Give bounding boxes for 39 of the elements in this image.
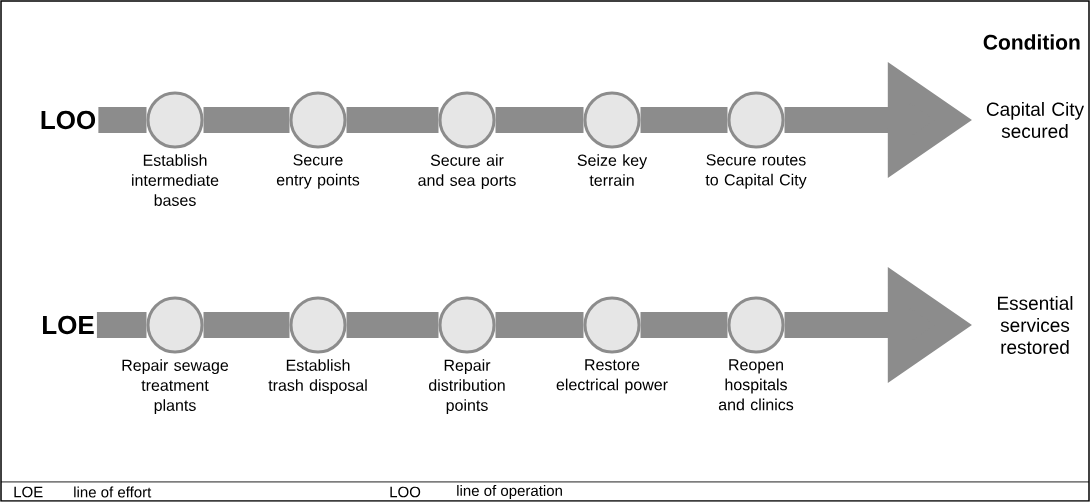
step-circle	[146, 91, 204, 149]
step-circle	[146, 296, 204, 354]
bar-segment	[640, 107, 728, 133]
step-circle	[727, 91, 785, 149]
bar-segment	[495, 312, 584, 338]
condition-text: Capital City secured	[986, 102, 1085, 138]
bar-segment	[96, 312, 147, 338]
legend-definition: line of effort	[74, 486, 152, 498]
step-circle	[727, 296, 785, 354]
row-label: LOE	[43, 315, 94, 335]
legend-abbreviation: LOE	[14, 486, 43, 498]
legend-abbreviation: LOO	[390, 486, 421, 498]
step-label: Establish intermediate bases	[132, 154, 219, 206]
step-label: Secure air and sea ports	[418, 154, 516, 190]
bar-segment	[495, 107, 584, 133]
bar-segment	[346, 107, 439, 133]
step-circle	[289, 296, 347, 354]
bar-segment	[346, 312, 439, 338]
step-label: Establish trash disposal	[268, 359, 367, 395]
step-label: Restore electrical power	[556, 359, 668, 394]
step-circle	[583, 296, 641, 354]
bar-segment	[203, 107, 290, 133]
condition-text: Essential services restored	[998, 296, 1073, 354]
step-label: Seize key terrain	[577, 154, 648, 186]
step-label: Repair sewage treatment plants	[122, 359, 229, 415]
row-label: LOO	[41, 110, 96, 130]
step-circle	[438, 296, 496, 354]
step-label: Repair distribution points	[429, 359, 505, 415]
step-circle	[583, 91, 641, 149]
step-circle	[289, 91, 347, 149]
column-heading: Condition	[983, 34, 1080, 50]
bar-segment	[203, 312, 290, 338]
step-label: Secure entry points	[276, 154, 360, 189]
legend-definition: line of operation	[457, 485, 562, 499]
step-label: Secure routes to Capital City	[705, 154, 807, 189]
bar-segment	[98, 107, 147, 133]
step-circle	[438, 91, 496, 149]
bar-segment	[640, 312, 728, 338]
step-label: Reopen hospitals and clinics	[718, 359, 794, 411]
